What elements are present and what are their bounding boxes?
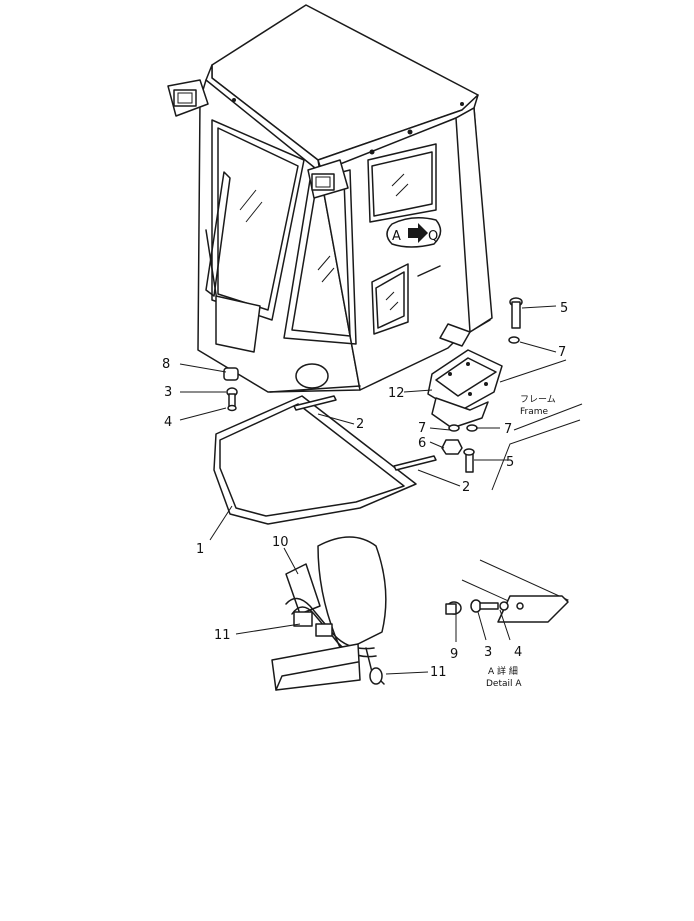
detail-a [445, 559, 569, 623]
callout-6: 6 [418, 436, 426, 451]
view-marker-to: Q [428, 229, 438, 244]
frame-label-en: Frame [520, 407, 549, 417]
callout-11: 11 [430, 665, 447, 680]
bolt-3-washer-4 [226, 387, 238, 412]
operator-cab [167, 4, 493, 393]
seal-1 [213, 395, 417, 525]
callout-2: 2 [462, 480, 470, 495]
view-marker: A Q [386, 217, 442, 248]
callout-10: 10 [272, 535, 289, 550]
callout-9: 9 [450, 647, 458, 662]
callout-11: 11 [214, 628, 231, 643]
bolt-5-top [508, 297, 523, 344]
callout-3: 3 [164, 385, 172, 400]
callout-5: 5 [506, 455, 514, 470]
cap-8 [223, 367, 239, 381]
frame-label-jp: フレーム [520, 394, 556, 405]
strip-2a [293, 395, 337, 411]
detail-label-en: Detail A [486, 679, 522, 689]
callout-3: 3 [484, 645, 492, 660]
callout-1: 1 [196, 542, 204, 557]
view-marker-from: A [392, 229, 401, 244]
callout-8: 8 [162, 357, 170, 372]
seat-harness-assembly [271, 536, 387, 691]
callout-7: 7 [558, 345, 566, 360]
callout-5: 5 [560, 301, 568, 316]
callout-7: 7 [418, 421, 426, 436]
callout-2: 2 [356, 417, 364, 432]
leader-lines [179, 305, 557, 675]
callout-4: 4 [514, 645, 522, 660]
bolt-5-lower [463, 448, 475, 473]
detail-label-jp: A 詳 細 [488, 665, 518, 677]
strip-2b [393, 455, 437, 471]
callout-4: 4 [164, 415, 172, 430]
callout-12: 12 [388, 386, 405, 401]
mount-bracket [427, 323, 583, 491]
callout-7: 7 [504, 422, 512, 437]
nut-6-washers-7 [441, 424, 478, 455]
